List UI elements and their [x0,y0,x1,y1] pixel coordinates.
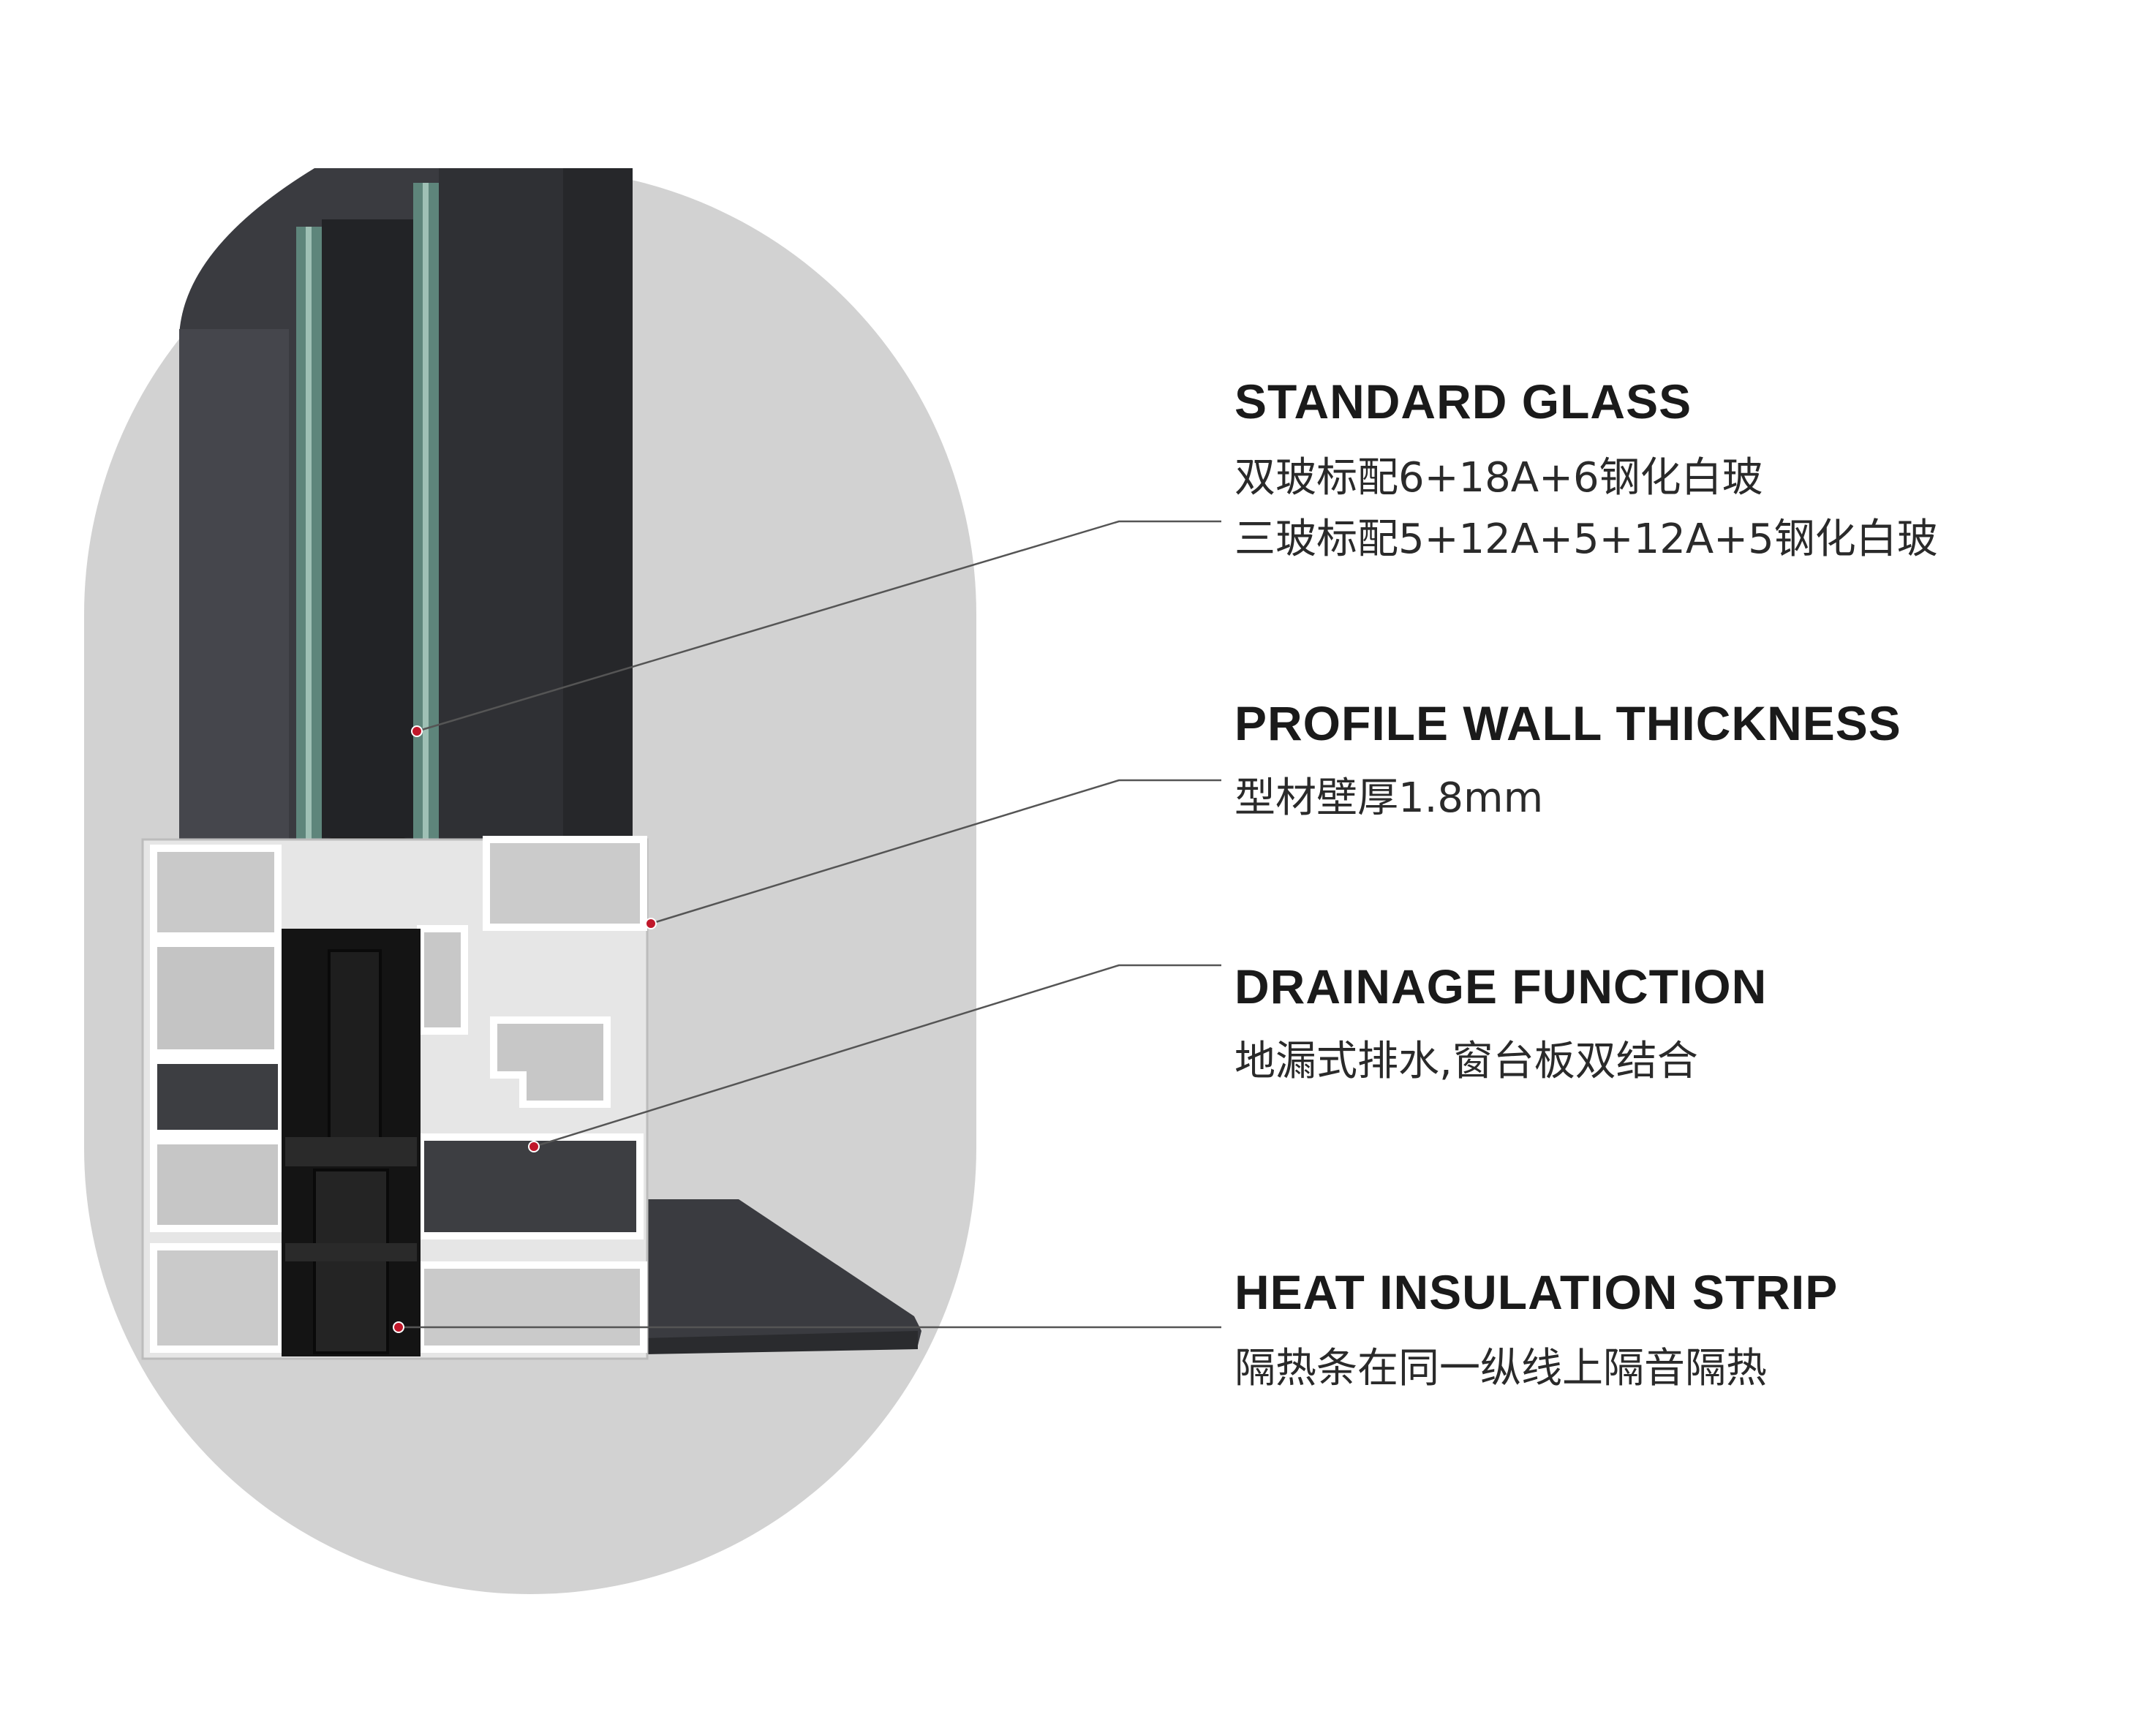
marker-drainage [528,1141,540,1152]
window-sill [644,1199,921,1353]
glass-pane-outer-highlight [306,227,312,856]
callout-line: 三玻标配5+12A+5+12A+5钢化白玻 [1234,516,1938,563]
callout-title: STANDARD GLASS [1234,374,1692,429]
callout-standard-glass: STANDARD GLASS 双玻标配6+18A+6钢化白玻 三玻标配5+12A… [1234,374,1938,563]
sash-frame-face [179,329,289,848]
sash-frame-inner-face [439,168,563,848]
callout-title: PROFILE WALL THICKNESS [1234,696,1901,750]
glass-cavity [322,219,413,856]
sash-frame-right-face [563,168,633,848]
marker-profile-wall [645,918,657,929]
callout-profile-wall-thickness: PROFILE WALL THICKNESS 型材壁厚1.8mm [1234,696,1901,822]
callout-line: 型材壁厚1.8mm [1234,774,1543,822]
callout-line: 地漏式排水,窗台板双结合 [1234,1038,1698,1085]
leader-lines [399,520,1221,1329]
leader-profile-wall [650,779,1221,925]
callout-heat-insulation-strip: HEAT INSULATION STRIP 隔热条在同一纵线上隔音隔热 [1234,1265,1838,1392]
leader-drainage [533,964,1221,1148]
marker-standard-glass [411,725,423,737]
window-sill-edge [644,1331,918,1354]
callout-markers [393,725,657,1333]
callout-line: 双玻标配6+18A+6钢化白玻 [1234,454,1763,502]
aluminum-profile [141,836,649,1360]
marker-heat-insulation [393,1321,404,1333]
glass-pane-inner-highlight [423,183,429,856]
callout-title: DRAINAGE FUNCTION [1234,959,1767,1014]
callout-title: HEAT INSULATION STRIP [1234,1265,1838,1319]
callout-drainage-function: DRAINAGE FUNCTION 地漏式排水,窗台板双结合 [1234,959,1767,1085]
callout-line: 隔热条在同一纵线上隔音隔热 [1234,1345,1767,1392]
leader-standard-glass [416,520,1221,733]
